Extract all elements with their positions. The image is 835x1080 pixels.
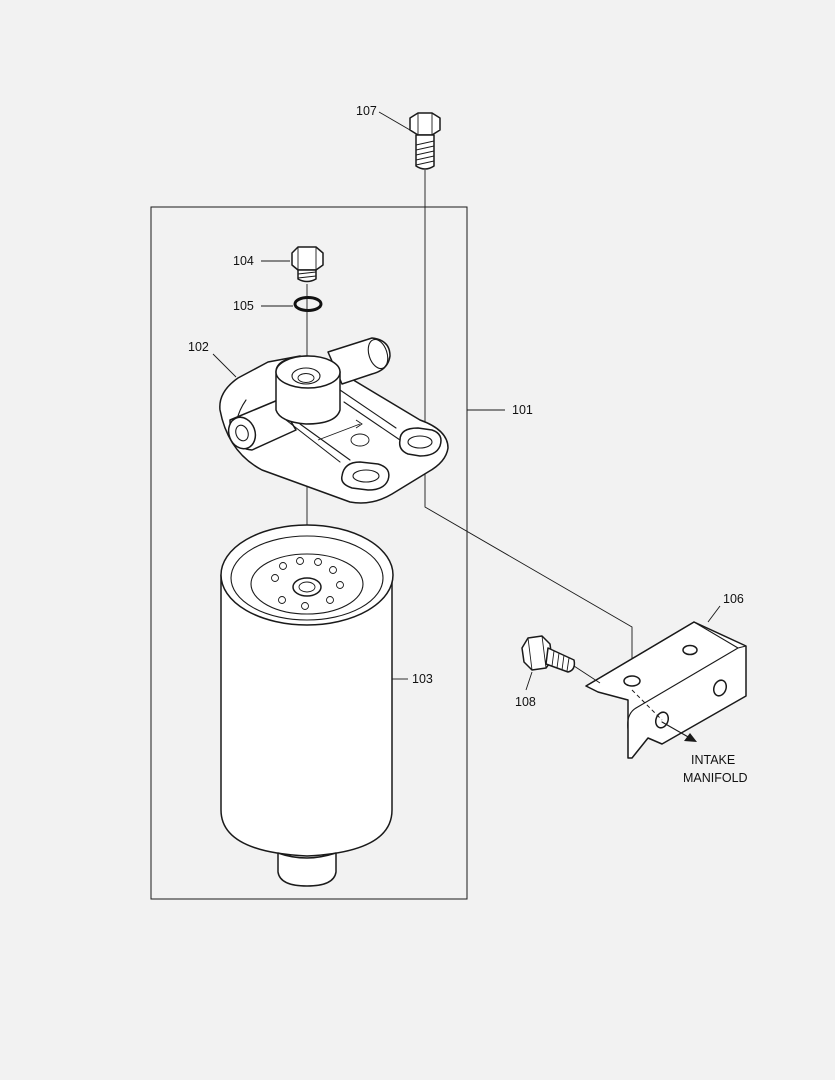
callout-101: 101 (512, 403, 533, 417)
assembly-frame-101 (150, 206, 468, 900)
intake-manifold-arrow (661, 721, 697, 742)
bolt-107 (409, 112, 441, 170)
plug-104 (291, 246, 324, 283)
bolt-108 (521, 635, 576, 673)
filter-head-102 (219, 337, 449, 504)
callout-104: 104 (233, 254, 254, 268)
alignment-line-108 (573, 665, 601, 684)
o-ring-105 (293, 296, 323, 312)
leader-107 (378, 111, 411, 131)
callout-108: 108 (515, 695, 536, 709)
alignment-line-107 (424, 170, 633, 680)
intake-manifold-label-line1: INTAKE (691, 753, 735, 767)
callout-107: 107 (356, 104, 377, 118)
filter-top-holes (271, 557, 344, 610)
bracket-106 (585, 621, 747, 759)
leader-106 (707, 605, 721, 623)
filter-cartridge-103 (220, 524, 394, 887)
callout-103: 103 (412, 672, 433, 686)
leader-108 (525, 671, 533, 691)
callout-106: 106 (723, 592, 744, 606)
intake-manifold-label-line2: MANIFOLD (683, 771, 748, 785)
callout-105: 105 (233, 299, 254, 313)
leader-102 (212, 353, 237, 378)
callout-102: 102 (188, 340, 209, 354)
